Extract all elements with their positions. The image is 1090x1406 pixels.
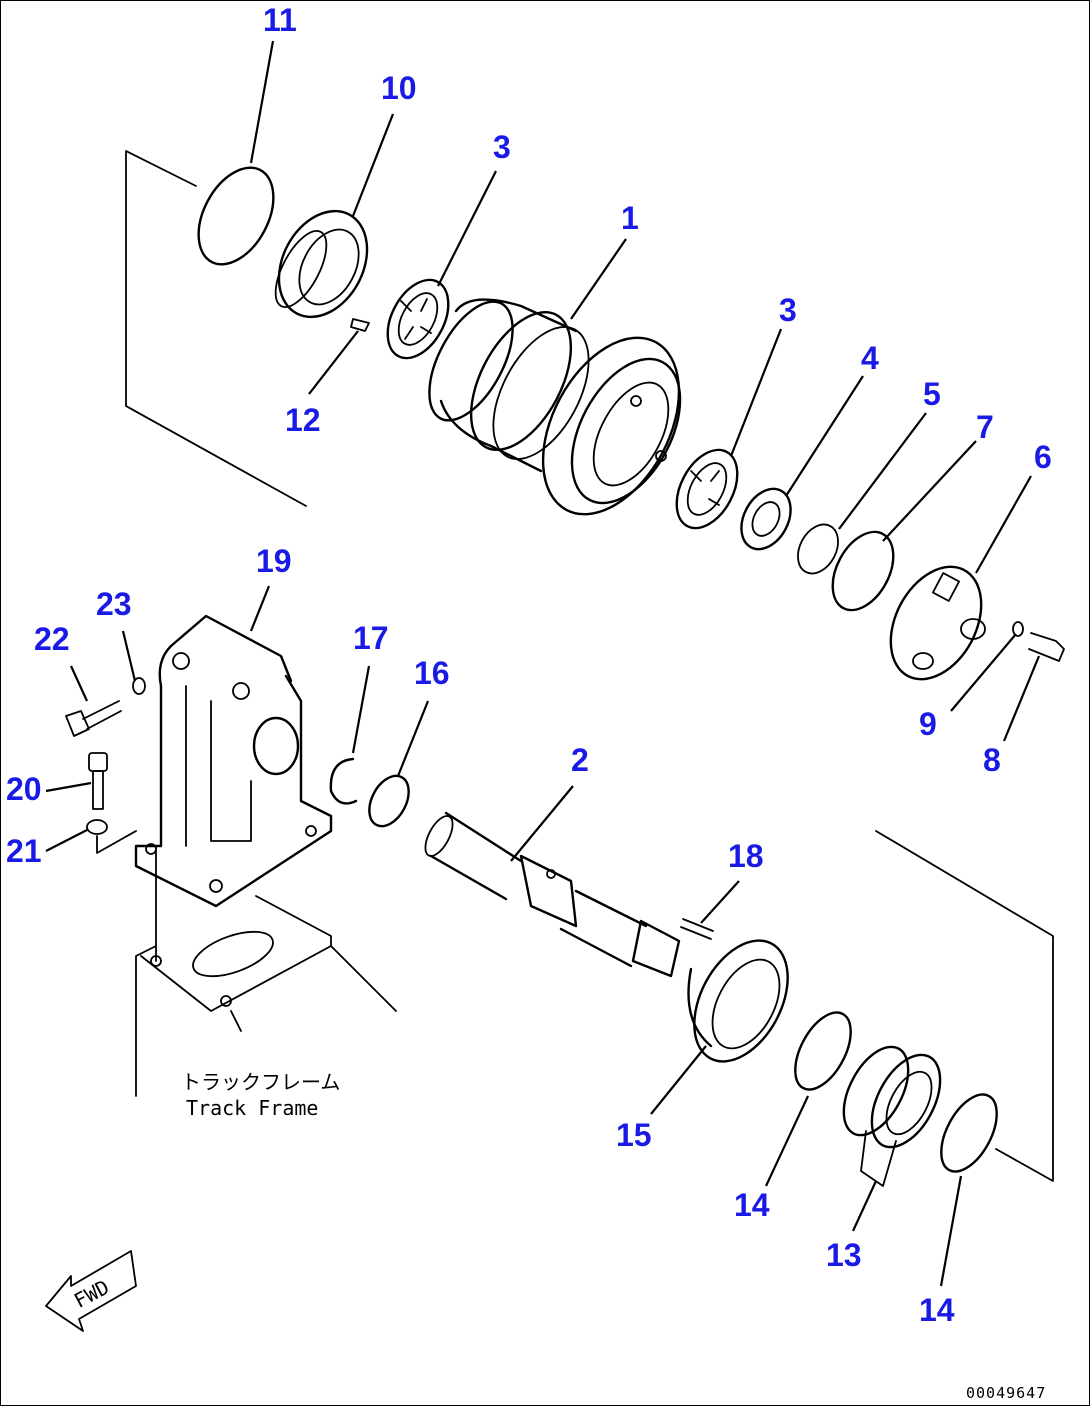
- part-6-cover: [889, 565, 986, 681]
- lower-frame-lines: [875, 830, 1054, 1182]
- callout-1: 1: [621, 200, 639, 236]
- part-11-o-ring: [197, 166, 275, 266]
- part-18-pin: [680, 918, 714, 940]
- drawing-number: 00049647: [966, 1384, 1046, 1402]
- callout-10: 10: [381, 70, 417, 106]
- callout-6: 6: [1034, 439, 1052, 475]
- callout-18: 18: [728, 838, 764, 874]
- part-5-washer: [797, 523, 839, 575]
- track-frame-label-jp: トラックフレーム: [181, 1070, 340, 1094]
- callout-4: 4: [861, 340, 879, 376]
- callout-14-left: 14: [734, 1187, 770, 1223]
- part-4-nut: [740, 487, 792, 551]
- part-20-bolt: [88, 752, 108, 810]
- part-14-o-ring-right: [940, 1093, 998, 1173]
- callout-15: 15: [616, 1117, 652, 1153]
- part-17-snap-ring: [329, 757, 358, 805]
- leader-lines: [45, 40, 1041, 1287]
- callout-13: 13: [826, 1237, 862, 1273]
- part-15-collar: [687, 939, 789, 1063]
- callout-12: 12: [285, 402, 321, 438]
- callout-8: 8: [983, 742, 1001, 778]
- part-3-bearing-right: [675, 448, 739, 530]
- part-16-o-ring: [368, 774, 410, 828]
- part-7-o-ring: [831, 530, 895, 612]
- callout-19: 19: [256, 543, 292, 579]
- callouts: 11 10 3 1 3 4 5 7 6 12 9 8 19 23 22 17 1…: [6, 2, 1052, 1328]
- part-10-seal-retainer: [274, 209, 369, 319]
- callout-9: 9: [919, 706, 937, 742]
- callout-17: 17: [353, 620, 389, 656]
- callout-20: 20: [6, 771, 42, 807]
- part-9-washer: [1012, 621, 1024, 637]
- callout-5: 5: [923, 376, 941, 412]
- part-12-pin: [350, 318, 370, 332]
- part-23-washer: [132, 677, 146, 695]
- fwd-arrow: FWD: [45, 1250, 137, 1332]
- callout-21: 21: [6, 833, 42, 869]
- part-19-bracket: [134, 614, 333, 962]
- callout-2: 2: [571, 742, 589, 778]
- part-14-o-ring-left: [794, 1011, 852, 1091]
- track-frame-label-en: Track Frame: [186, 1096, 318, 1120]
- callout-11: 11: [263, 2, 297, 38]
- part-22-bolt: [65, 700, 122, 737]
- part-2-shaft: [424, 811, 681, 978]
- fwd-label: FWD: [70, 1275, 113, 1313]
- part-8-bolt: [1028, 632, 1065, 662]
- track-frame: トラックフレーム Track Frame: [135, 895, 397, 1120]
- part-13-seal: [842, 1045, 942, 1187]
- callout-23: 23: [96, 586, 132, 622]
- upper-frame-lines: [125, 150, 307, 507]
- callout-14-right: 14: [919, 1292, 955, 1328]
- callout-3-lower: 3: [779, 292, 797, 328]
- callout-22: 22: [34, 621, 70, 657]
- callout-7: 7: [976, 409, 994, 445]
- part-21-washer: [86, 819, 137, 854]
- callout-16: 16: [414, 655, 450, 691]
- callout-3-upper: 3: [493, 129, 511, 165]
- part-3-bearing-left: [386, 278, 450, 360]
- part-1-roller: [428, 298, 682, 516]
